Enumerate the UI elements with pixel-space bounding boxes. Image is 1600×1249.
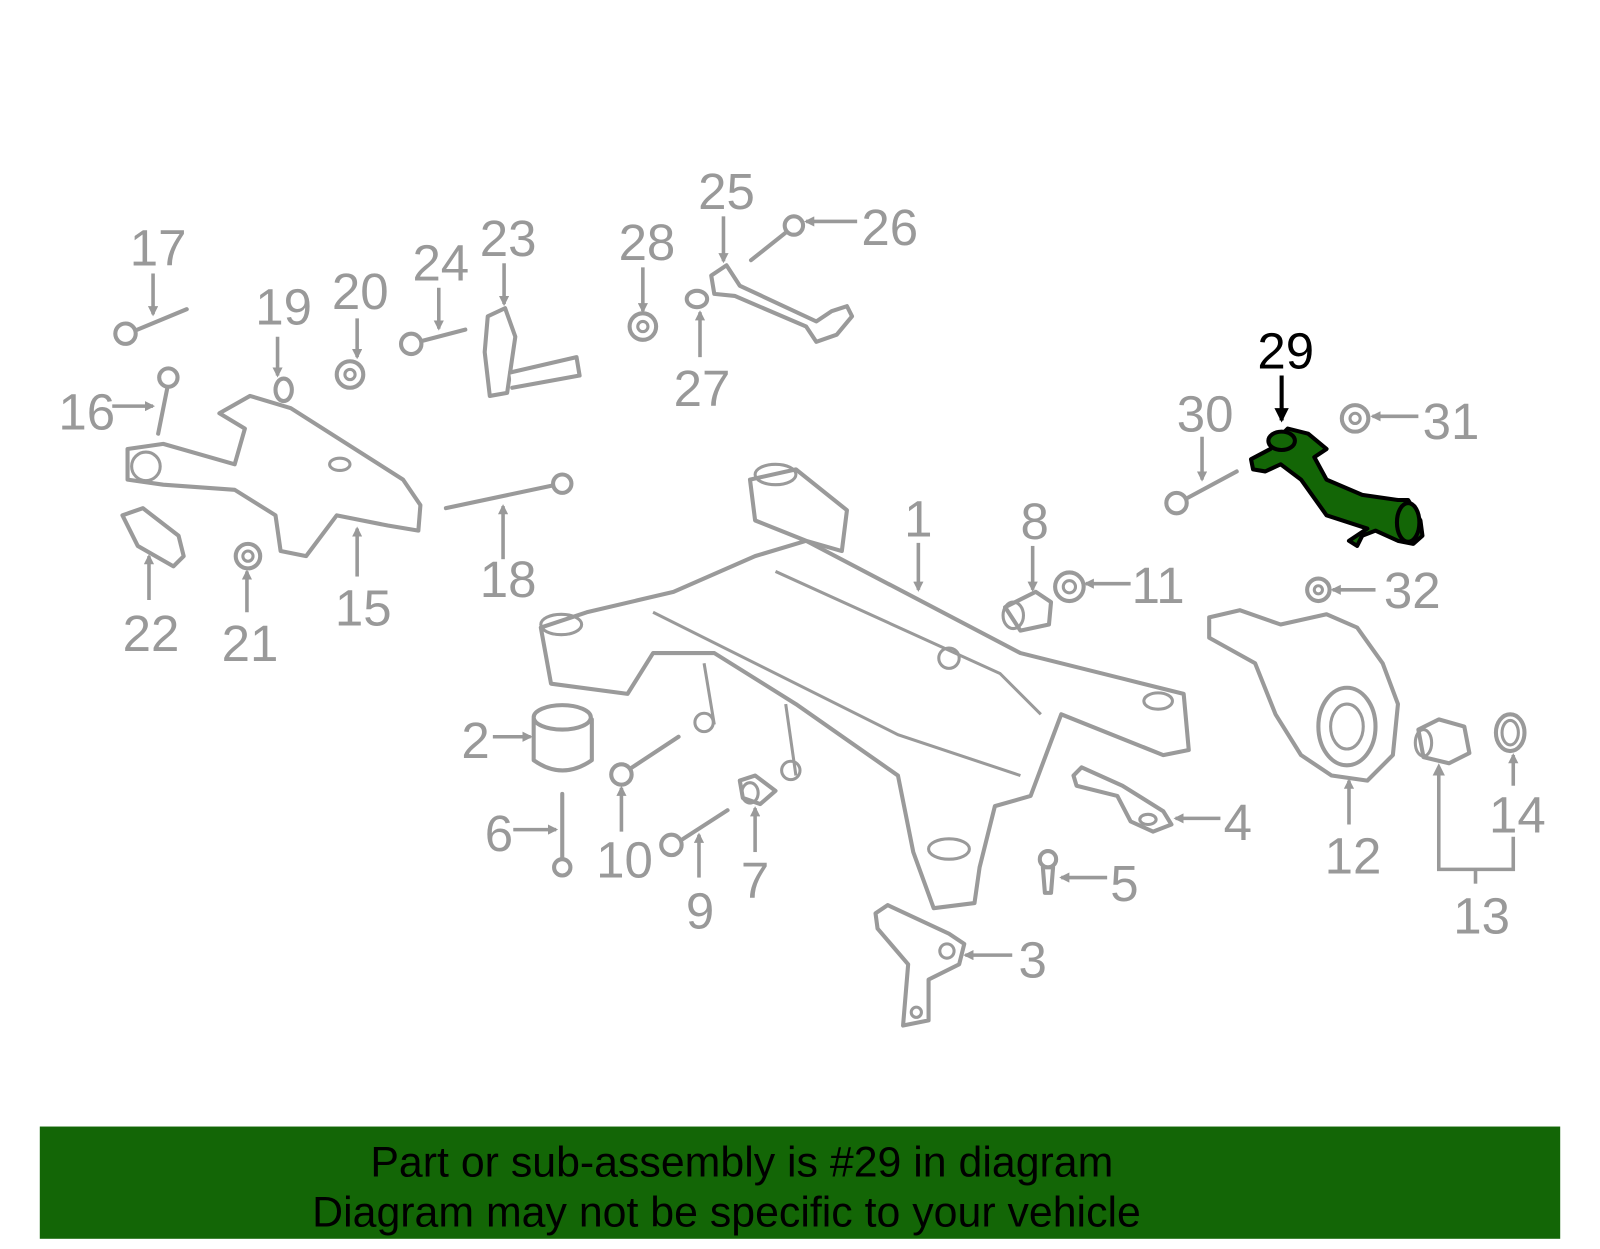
knuckle-part-12[interactable] bbox=[1207, 608, 1400, 783]
callout-22[interactable]: 22 bbox=[123, 605, 180, 662]
nut-part-31[interactable] bbox=[1339, 403, 1371, 434]
callout-7[interactable]: 7 bbox=[741, 852, 769, 909]
bushing-part-2[interactable] bbox=[531, 703, 594, 773]
callout-19[interactable]: 19 bbox=[255, 279, 312, 336]
bolt-part-9[interactable] bbox=[659, 808, 730, 858]
callout-5[interactable]: 5 bbox=[1110, 855, 1138, 912]
nut-part-32[interactable] bbox=[1305, 576, 1332, 604]
leader-lines bbox=[112, 216, 1519, 961]
banner-line-2: Diagram may not be specific to your vehi… bbox=[312, 1189, 1141, 1237]
callout-23[interactable]: 23 bbox=[480, 210, 537, 267]
bolt-part-6[interactable] bbox=[552, 791, 573, 878]
ring-part-14[interactable] bbox=[1493, 712, 1527, 754]
control-arm-part-29[interactable] bbox=[1248, 426, 1425, 548]
callout-32[interactable]: 32 bbox=[1384, 562, 1441, 619]
nut-part-20[interactable] bbox=[334, 359, 366, 390]
bracket-part-22[interactable] bbox=[120, 506, 186, 569]
bolt-part-24[interactable] bbox=[398, 327, 468, 357]
callout-24[interactable]: 24 bbox=[412, 235, 469, 292]
subframe-part-1[interactable] bbox=[538, 462, 1191, 911]
clip-part-5[interactable] bbox=[1037, 848, 1059, 895]
callout-14[interactable]: 14 bbox=[1489, 787, 1546, 844]
callout-15[interactable]: 15 bbox=[335, 580, 392, 637]
callout-27[interactable]: 27 bbox=[674, 360, 731, 417]
bolt-part-26[interactable] bbox=[748, 214, 806, 263]
info-banner: Part or sub-assembly is #29 in diagram D… bbox=[39, 1126, 1561, 1239]
callout-10[interactable]: 10 bbox=[596, 832, 653, 889]
nut-part-28[interactable] bbox=[627, 311, 659, 342]
banner-background bbox=[39, 1126, 1561, 1239]
bolt-part-18[interactable] bbox=[443, 472, 574, 511]
bolt-part-16[interactable] bbox=[156, 366, 180, 436]
nut-part-11[interactable] bbox=[1053, 570, 1086, 604]
callout-29-highlighted[interactable]: 29 bbox=[1257, 322, 1314, 379]
bolt-part-17[interactable] bbox=[113, 307, 189, 346]
bolt-part-30[interactable] bbox=[1164, 469, 1239, 516]
washer-part-27[interactable] bbox=[684, 288, 710, 310]
callout-31[interactable]: 31 bbox=[1423, 393, 1480, 450]
washer-part-19[interactable] bbox=[273, 376, 294, 404]
callout-6[interactable]: 6 bbox=[485, 805, 513, 862]
bolt-part-10[interactable] bbox=[609, 734, 681, 787]
callout-12[interactable]: 12 bbox=[1325, 827, 1382, 884]
callout-30[interactable]: 30 bbox=[1177, 386, 1234, 443]
callout-13[interactable]: 13 bbox=[1453, 888, 1510, 945]
callout-17[interactable]: 17 bbox=[130, 219, 187, 276]
callout-4[interactable]: 4 bbox=[1224, 794, 1252, 851]
callout-8[interactable]: 8 bbox=[1021, 493, 1049, 550]
callout-16[interactable]: 16 bbox=[58, 384, 115, 441]
arm-part-25[interactable] bbox=[709, 263, 855, 344]
callout-2[interactable]: 2 bbox=[461, 712, 489, 769]
callout-28[interactable]: 28 bbox=[619, 214, 676, 271]
bushing-part-7[interactable] bbox=[737, 773, 778, 807]
callout-3[interactable]: 3 bbox=[1018, 932, 1046, 989]
lower-arm-part-15[interactable] bbox=[125, 393, 423, 559]
callout-18[interactable]: 18 bbox=[480, 551, 537, 608]
link-part-23[interactable] bbox=[482, 306, 582, 398]
bushing-part-8[interactable] bbox=[1001, 589, 1054, 633]
callout-26[interactable]: 26 bbox=[861, 199, 918, 256]
bracket-part-4[interactable] bbox=[1071, 765, 1174, 834]
callout-11[interactable]: 11 bbox=[1132, 557, 1185, 614]
callout-25[interactable]: 25 bbox=[698, 163, 755, 220]
callout-20[interactable]: 20 bbox=[332, 263, 389, 320]
nut-part-21[interactable] bbox=[233, 541, 263, 571]
bushing-part-13[interactable] bbox=[1413, 717, 1472, 766]
banner-line-1: Part or sub-assembly is #29 in diagram bbox=[370, 1139, 1113, 1187]
callout-9[interactable]: 9 bbox=[686, 883, 714, 940]
callout-21[interactable]: 21 bbox=[222, 615, 279, 672]
bracket-part-3[interactable] bbox=[873, 903, 967, 1028]
callout-1[interactable]: 1 bbox=[904, 491, 932, 548]
callout-labels: 1 2 3 4 5 6 7 8 9 10 11 12 13 14 15 16 1… bbox=[58, 163, 1545, 988]
